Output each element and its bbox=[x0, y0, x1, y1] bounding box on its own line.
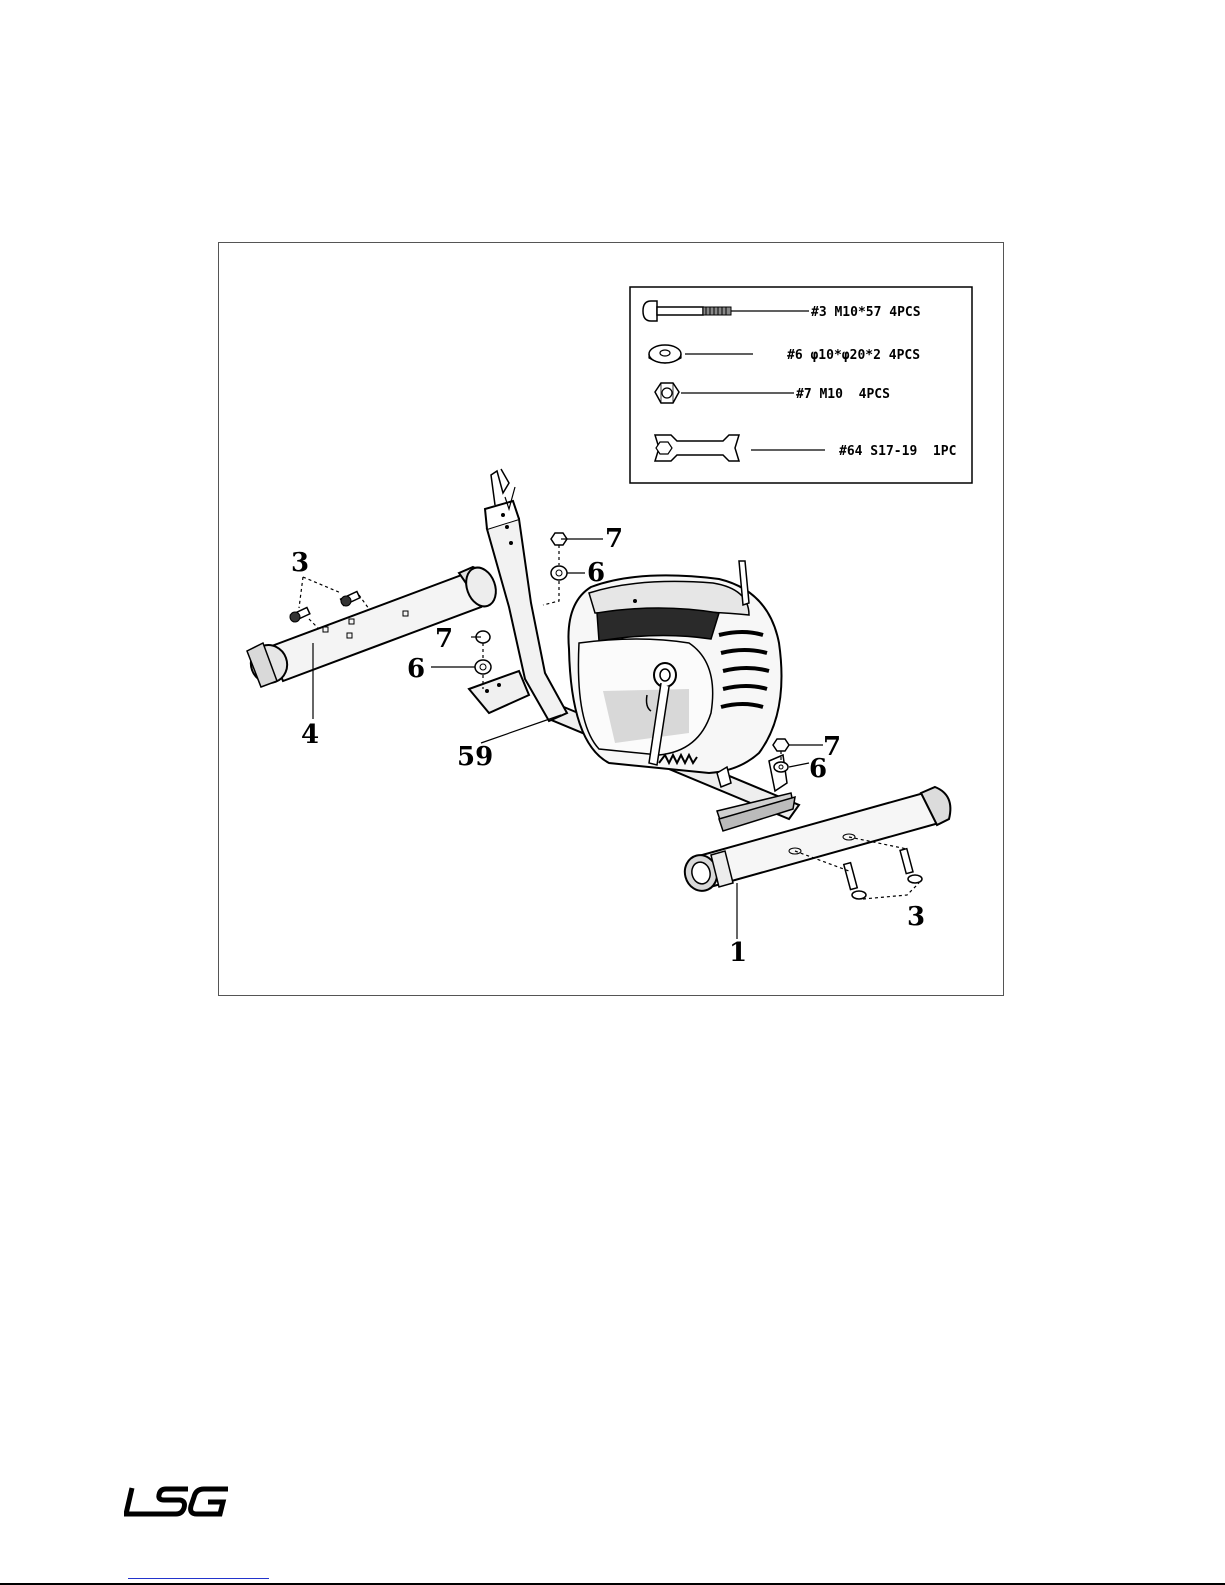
callout-3-right: 3 bbox=[907, 902, 925, 932]
washer-top bbox=[551, 566, 567, 580]
hardware-legend: #3 M10*57 4PCS #6 φ10*φ20*2 4PCS #7 M10 … bbox=[630, 287, 972, 483]
assembly-diagram: #3 M10*57 4PCS #6 φ10*φ20*2 4PCS #7 M10 … bbox=[218, 242, 1004, 996]
callout-1: 1 bbox=[729, 938, 747, 968]
assembly-drawing: #3 M10*57 4PCS #6 φ10*φ20*2 4PCS #7 M10 … bbox=[219, 243, 1003, 995]
washer-right bbox=[774, 762, 788, 772]
lsg-logo-icon bbox=[124, 1484, 234, 1520]
callout-59: 59 bbox=[457, 742, 493, 772]
wrench-icon bbox=[655, 435, 739, 461]
carriage-bolt-right-b bbox=[900, 849, 922, 883]
callout-6-mid: 6 bbox=[407, 654, 425, 684]
legend-washer-label: #6 φ10*φ20*2 4PCS bbox=[787, 348, 920, 363]
callout-6-right: 6 bbox=[809, 754, 827, 784]
callout-4: 4 bbox=[301, 720, 319, 750]
legend-nut-label: #7 M10 4PCS bbox=[796, 387, 890, 402]
legend-bolt-label: #3 M10*57 4PCS bbox=[811, 305, 921, 320]
washer-icon bbox=[649, 345, 681, 363]
carriage-bolt-right-a bbox=[844, 863, 866, 899]
washer-mid bbox=[475, 660, 491, 674]
callout-3-left: 3 bbox=[291, 548, 309, 578]
legend-wrench-label: #64 S17-19 1PC bbox=[839, 444, 956, 459]
flywheel-cover bbox=[568, 561, 787, 791]
callout-7-top: 7 bbox=[605, 524, 623, 554]
callout-7-mid: 7 bbox=[435, 624, 453, 654]
nut-icon bbox=[655, 383, 679, 403]
carriage-bolt-left-b bbox=[341, 591, 360, 606]
rear-stabilizer-tube bbox=[246, 563, 501, 688]
callout-6-top: 6 bbox=[587, 558, 605, 588]
footer-link-underline bbox=[128, 1578, 269, 1579]
carriage-bolt-icon bbox=[643, 301, 731, 321]
carriage-bolt-left-a bbox=[290, 607, 310, 622]
nut-right bbox=[773, 739, 789, 751]
